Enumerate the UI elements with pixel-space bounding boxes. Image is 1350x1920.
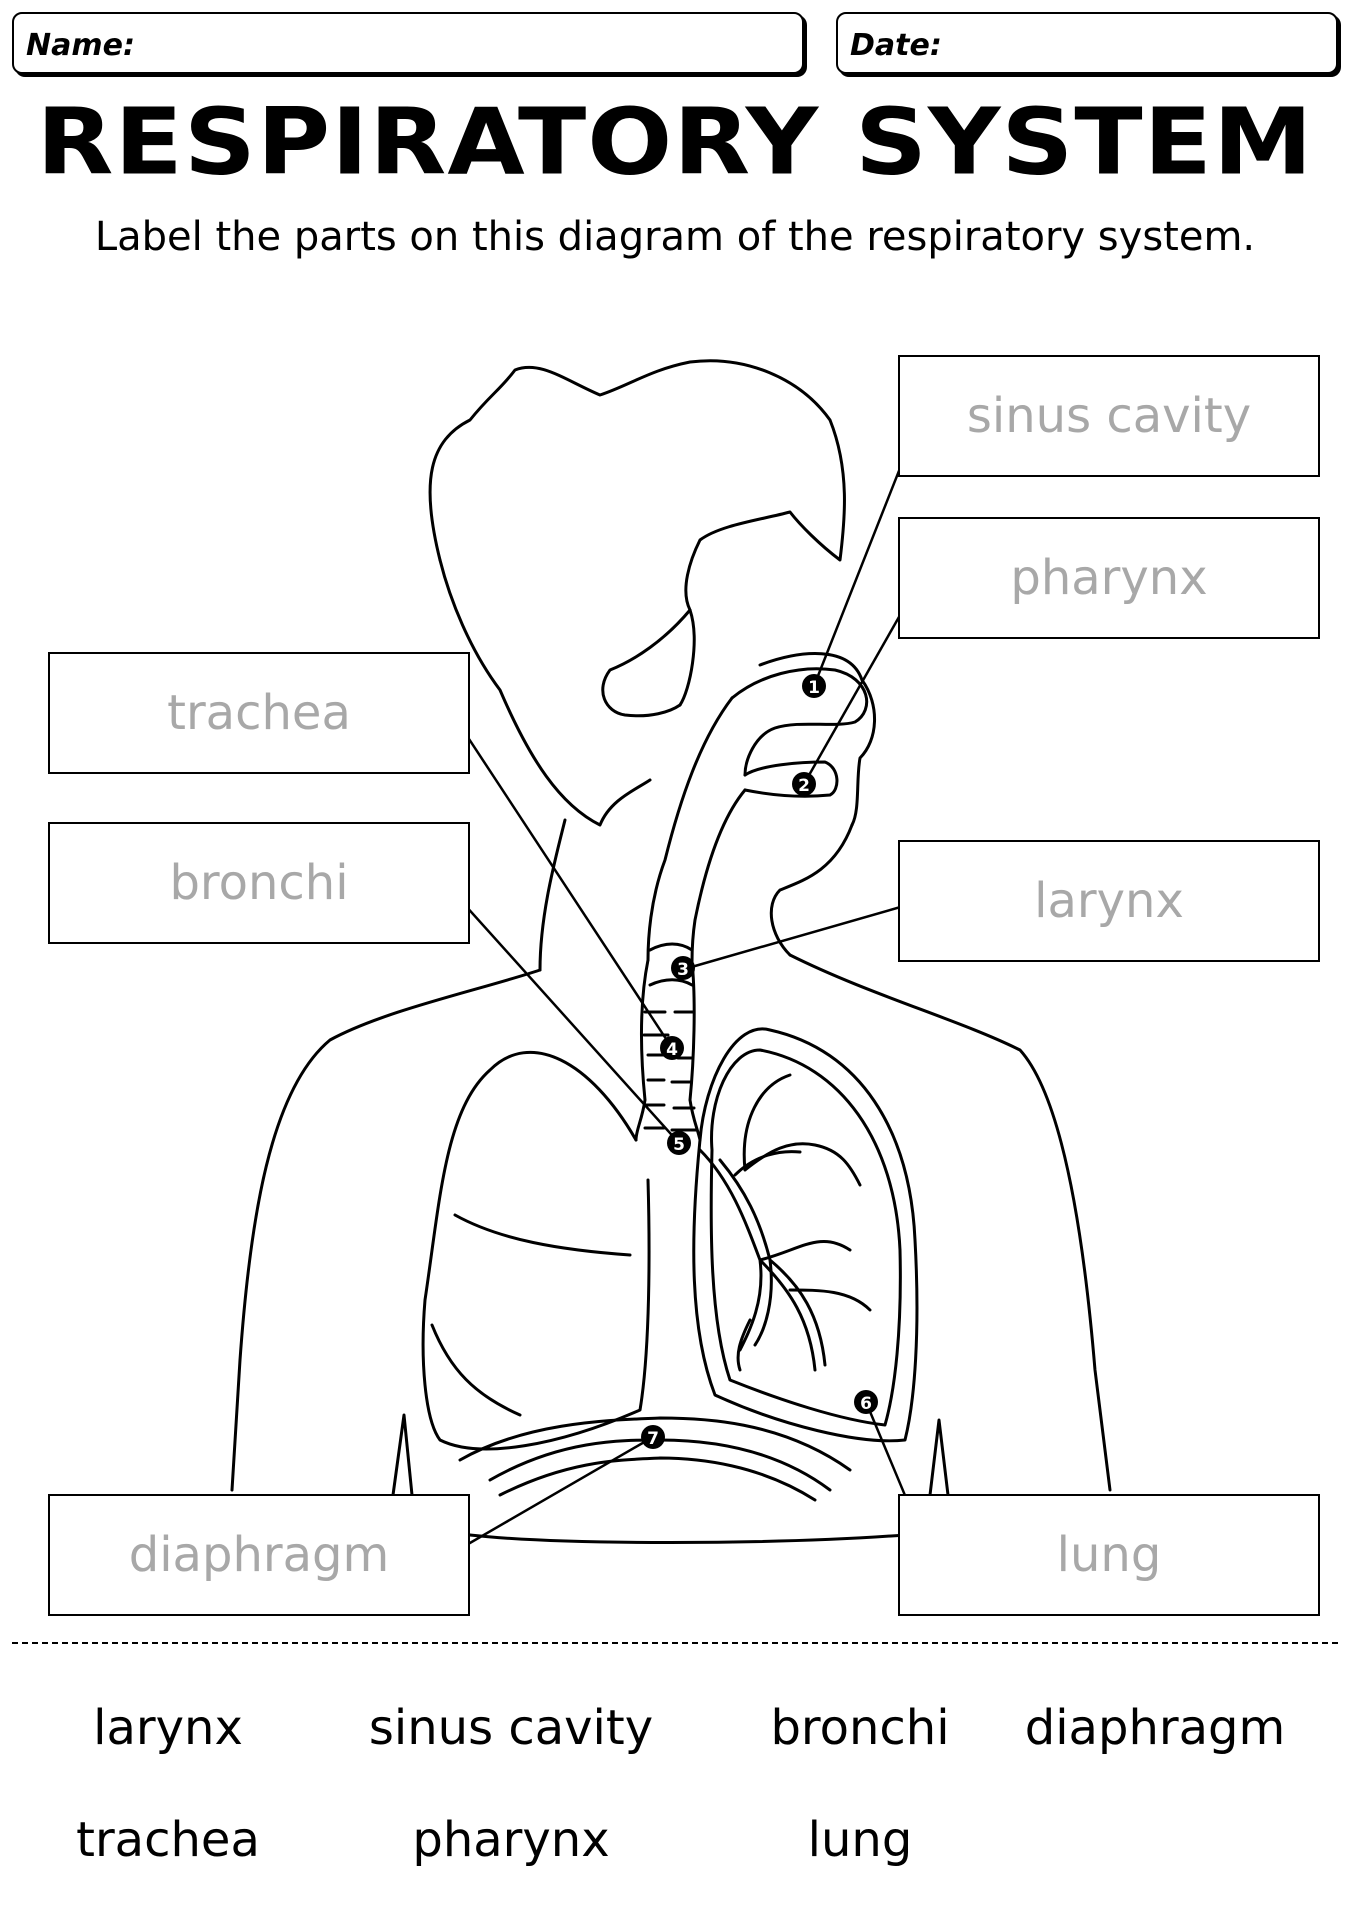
- marker-1-label: 1: [808, 678, 820, 698]
- neck-front: [769, 823, 854, 957]
- sinus-cavity-outline: [730, 667, 869, 777]
- marker-2: 2: [792, 772, 816, 796]
- cut-line-divider: [12, 1642, 1338, 1644]
- bronchial-tree: [698, 1073, 872, 1372]
- pharynx-outline: [646, 696, 734, 962]
- pointer-diaphragm: [442, 1435, 654, 1560]
- marker-6-label: 6: [860, 1394, 872, 1414]
- word-bank-item: bronchi: [770, 1700, 950, 1756]
- label-trachea: trachea: [167, 685, 351, 741]
- head-outline: [428, 359, 846, 707]
- page-title: RESPIRATORY SYSTEM: [36, 87, 1314, 196]
- waist-line: [468, 1533, 907, 1544]
- oral-cavity-outline: [743, 760, 839, 798]
- label-box-diaphragm[interactable]: diaphragm: [48, 1494, 470, 1616]
- label-box-pharynx[interactable]: pharynx: [898, 517, 1320, 639]
- label-box-trachea[interactable]: trachea: [48, 652, 470, 774]
- name-field[interactable]: Name:: [12, 12, 804, 74]
- pointer-bronchi: [444, 882, 680, 1144]
- label-bronchi: bronchi: [169, 855, 349, 911]
- label-diaphragm: diaphragm: [128, 1527, 390, 1583]
- instruction-text: Label the parts on this diagram of the r…: [94, 214, 1256, 260]
- date-field[interactable]: Date:: [836, 12, 1338, 74]
- nose-outline: [758, 652, 876, 827]
- word-bank-item: pharynx: [412, 1812, 610, 1868]
- lung-right-outline: [692, 1027, 919, 1443]
- lung-left-outline: [421, 1051, 651, 1451]
- marker-4: 4: [660, 1036, 684, 1060]
- marker-6: 6: [854, 1390, 878, 1414]
- label-box-bronchi[interactable]: bronchi: [48, 822, 470, 944]
- pharynx-inner: [690, 788, 747, 964]
- word-bank-item: diaphragm: [1024, 1700, 1286, 1756]
- marker-5: 5: [667, 1131, 691, 1155]
- diaphragm-outline: [458, 1416, 852, 1472]
- word-bank-item: trachea: [76, 1812, 260, 1868]
- marker-7: 7: [641, 1425, 665, 1449]
- marker-2-label: 2: [798, 776, 810, 796]
- date-label: Date:: [850, 28, 942, 63]
- name-label: Name:: [26, 28, 135, 63]
- marker-3: 3: [671, 956, 695, 980]
- label-larynx: larynx: [1034, 873, 1184, 929]
- label-sinus-cavity: sinus cavity: [966, 388, 1252, 444]
- left-arm-notch: [391, 1413, 414, 1497]
- torso-right: [788, 953, 1112, 1492]
- ear-outline: [601, 608, 692, 718]
- right-arm-notch: [928, 1418, 950, 1497]
- marker-5-label: 5: [673, 1135, 685, 1155]
- torso-left: [230, 968, 542, 1492]
- marker-7-label: 7: [647, 1429, 659, 1449]
- trachea-left: [634, 958, 650, 1142]
- label-box-larynx[interactable]: larynx: [898, 840, 1320, 962]
- neck-back: [538, 818, 567, 972]
- label-pharynx: pharynx: [1010, 550, 1208, 606]
- marker-4-label: 4: [666, 1040, 678, 1060]
- word-bank-item: larynx: [93, 1700, 243, 1756]
- label-box-sinus-cavity[interactable]: sinus cavity: [898, 355, 1320, 477]
- face-outline: [438, 558, 652, 827]
- word-bank-item: sinus cavity: [368, 1700, 654, 1756]
- pointer-larynx: [687, 897, 927, 970]
- label-lung: lung: [1056, 1527, 1162, 1583]
- pointer-trachea: [444, 702, 674, 1049]
- word-bank-item: lung: [807, 1812, 913, 1868]
- label-box-lung[interactable]: lung: [898, 1494, 1320, 1616]
- marker-3-label: 3: [677, 960, 689, 980]
- trachea-right: [688, 960, 702, 1142]
- marker-1: 1: [802, 674, 826, 698]
